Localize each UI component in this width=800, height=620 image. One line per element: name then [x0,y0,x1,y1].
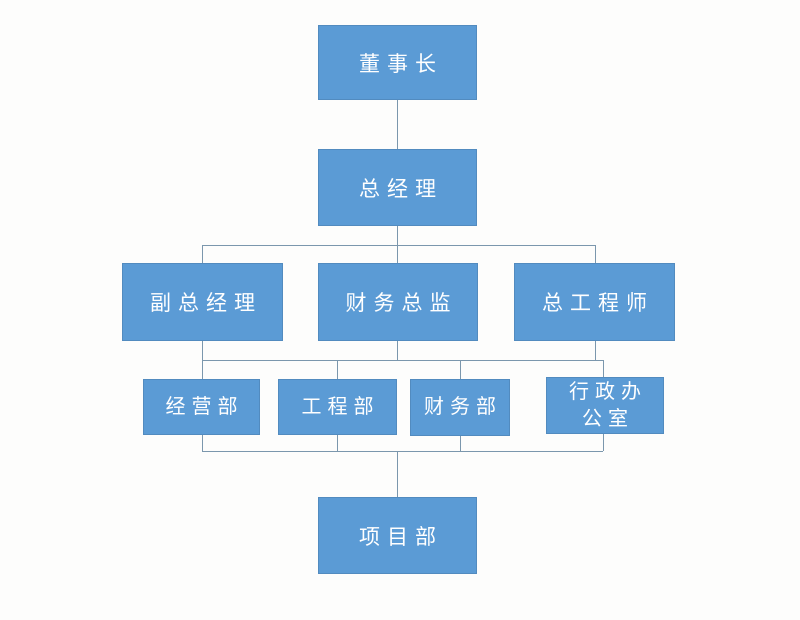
org-node-admin-office-label-line1: 行政办 [569,380,647,403]
connector-bus-project [202,451,603,452]
connector-drop-deputy-gm [202,245,203,263]
org-node-general-manager: 总经理 [318,149,477,226]
connector-gm-drop [397,226,398,263]
connector-finance-director-down [397,341,398,360]
org-node-chief-engineer: 总工程师 [514,263,675,341]
org-node-finance-director-label: 财务总监 [345,292,458,315]
org-node-project-dept-label: 项目部 [359,525,443,549]
org-node-engineering-dept-label: 工程部 [301,395,380,418]
org-node-admin-office-label: 行政办 公室 [563,379,647,433]
connector-chief-engineer-down [595,341,596,360]
org-node-finance-dept: 财务部 [410,379,510,436]
connector-to-project-dept [397,451,398,497]
org-node-finance-director: 财务总监 [318,263,478,341]
org-node-operations-dept-label: 经营部 [165,395,244,418]
org-node-chairman: 董事长 [318,25,477,100]
org-node-engineering-dept: 工程部 [278,379,397,435]
org-node-deputy-general-manager: 副总经理 [122,263,283,341]
org-node-admin-office-label-line2: 公室 [582,407,634,430]
connector-bus-level4 [202,360,603,361]
connector-drop-admin-office [603,360,604,377]
connector-drop-engineering-dept [337,360,338,379]
connector-admin-office-down [603,434,604,451]
connector-engineering-dept-down [337,435,338,451]
connector-finance-dept-down [460,436,461,451]
org-node-admin-office: 行政办 公室 [546,377,664,434]
org-node-deputy-general-manager-label: 副总经理 [150,292,262,315]
connector-drop-chief-engineer [595,245,596,263]
org-node-finance-dept-label: 财务部 [424,396,502,418]
org-node-chairman-label: 董事长 [359,52,443,76]
connector-operations-dept-down [202,435,203,451]
org-node-general-manager-label: 总经理 [359,177,443,201]
connector-drop-finance-dept [460,360,461,379]
connector-chairman-to-gm [397,100,398,149]
connector-bus-level3 [202,245,595,246]
org-node-chief-engineer-label: 总工程师 [542,292,654,315]
org-node-operations-dept: 经营部 [143,379,260,435]
org-node-project-dept: 项目部 [318,497,477,574]
